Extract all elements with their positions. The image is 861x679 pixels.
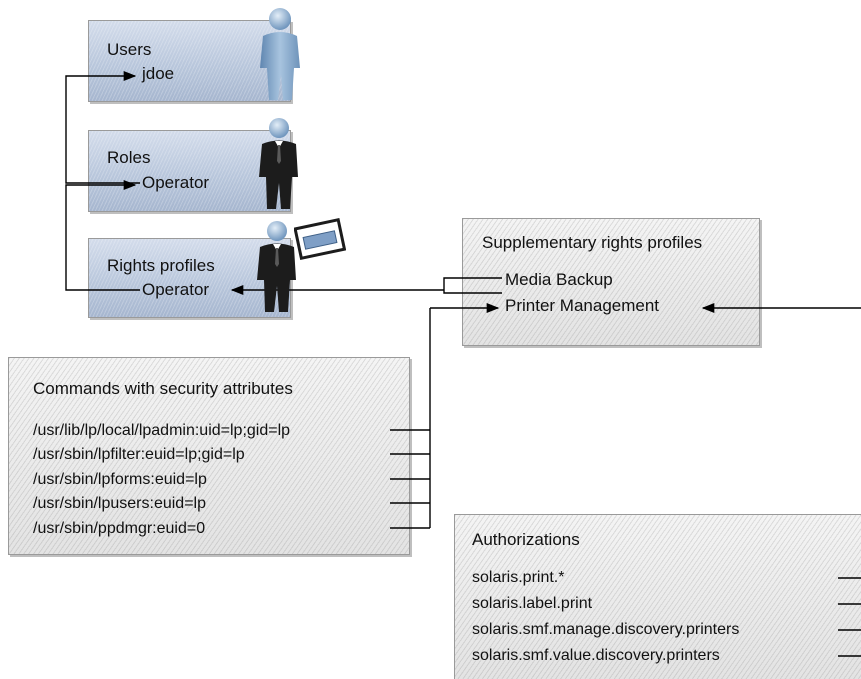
authorization-item: solaris.smf.manage.discovery.printers — [472, 621, 740, 638]
authorization-item: solaris.label.print — [472, 595, 593, 612]
command-item: /usr/sbin/lpusers:euid=lp — [33, 495, 206, 512]
role-person-icon — [259, 118, 298, 209]
command-item: /usr/sbin/ppdmgr:euid=0 — [33, 520, 206, 537]
command-item: /usr/sbin/lpforms:euid=lp — [33, 471, 207, 488]
connector-bracket — [443, 277, 502, 294]
users-title: Users — [107, 40, 152, 59]
profile-person-icon — [257, 221, 296, 312]
authorizations-title: Authorizations — [472, 530, 580, 549]
authorizations-box — [454, 514, 861, 679]
rights-profiles-title: Rights profiles — [107, 256, 215, 275]
rights-profiles-item-operator: Operator — [142, 280, 210, 299]
users-item-jdoe: jdoe — [142, 64, 175, 83]
supplementary-item-printer-management: Printer Management — [505, 296, 660, 315]
profile-card-icon — [294, 218, 346, 261]
authorization-item: solaris.print.* — [472, 569, 565, 586]
connector-role-to-user — [65, 70, 140, 184]
user-icon — [260, 8, 300, 100]
rights-profiles-box — [88, 238, 291, 318]
command-item: /usr/sbin/lpfilter:euid=lp;gid=lp — [33, 446, 245, 463]
commands-box — [8, 357, 410, 555]
supplementary-item-media-backup: Media Backup — [505, 270, 613, 289]
commands-title: Commands with security attributes — [33, 379, 293, 398]
connector-auth-stubs — [838, 577, 861, 657]
roles-title: Roles — [107, 148, 151, 167]
supplementary-box — [462, 218, 760, 346]
connector-commands-bracket — [390, 308, 431, 529]
users-box — [88, 20, 291, 102]
roles-item-operator: Operator — [142, 173, 210, 192]
authorization-item: solaris.smf.value.discovery.printers — [472, 647, 720, 664]
command-item: /usr/lib/lp/local/lpadmin:uid=lp;gid=lp — [33, 422, 291, 439]
supplementary-title: Supplementary rights profiles — [482, 233, 703, 252]
connector-profile-to-role — [65, 179, 140, 291]
